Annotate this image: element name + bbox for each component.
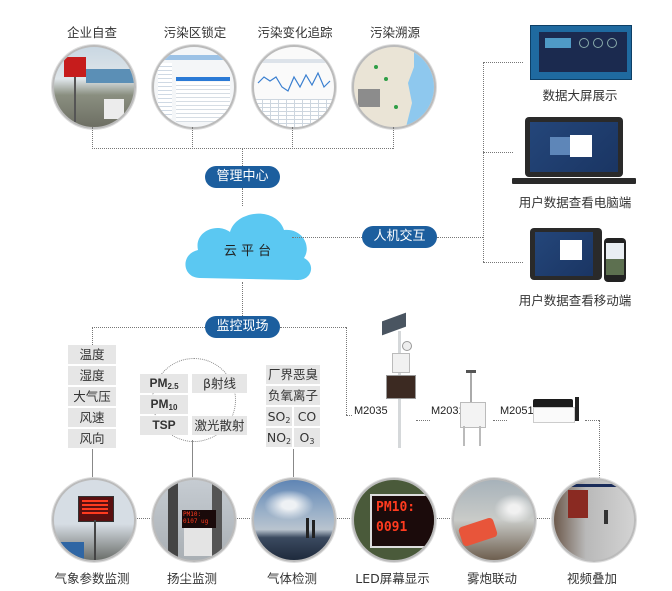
- dust-led-text: PM10: 0107 ug: [182, 510, 216, 528]
- param-tsp: TSP: [140, 416, 188, 435]
- laptop-icon: [525, 117, 623, 177]
- param-wind-direction: 风向: [68, 429, 116, 448]
- connector: [483, 62, 484, 262]
- param-no2: NO2: [266, 428, 292, 447]
- param-wind-speed: 风速: [68, 408, 116, 427]
- param-o3-main: O: [299, 430, 310, 445]
- line-chart-icon: [252, 45, 336, 129]
- connector: [92, 327, 93, 345]
- param-temperature: 温度: [68, 345, 116, 364]
- param-pressure: 大气压: [68, 387, 116, 406]
- param-o3: O3: [294, 428, 320, 447]
- led-display-photo: PM10: 0091: [352, 478, 436, 562]
- management-center-pill[interactable]: 管理中心: [205, 166, 280, 188]
- connector: [242, 148, 243, 166]
- weather-monitoring-photo: [52, 478, 136, 562]
- model-m2035: M2035: [354, 405, 388, 417]
- param-pm10-main: PM: [150, 397, 169, 411]
- led-display-text: PM10: 0091: [370, 494, 434, 548]
- human-machine-interaction-pill[interactable]: 人机交互: [362, 226, 437, 248]
- connector: [416, 420, 430, 421]
- label-dust-monitoring: 扬尘监测: [166, 571, 217, 586]
- map-icon: [352, 45, 436, 129]
- tablet-icon: [530, 228, 602, 280]
- monitoring-site-pill[interactable]: 监控现场: [205, 316, 280, 338]
- label-enterprise-self-check: 企业自查: [66, 25, 117, 40]
- connector: [483, 152, 513, 153]
- software-table-icon: [152, 45, 236, 129]
- connector: [493, 420, 507, 421]
- param-so2: SO2: [266, 407, 292, 426]
- connector: [599, 420, 600, 478]
- param-beta-ray: β射线: [192, 374, 247, 393]
- label-fog-cannon: 雾炮联动: [466, 571, 517, 586]
- param-odor: 厂界恶臭: [266, 365, 320, 384]
- param-no2-main: NO: [266, 430, 287, 445]
- connector: [242, 282, 243, 318]
- label-pollution-area-lock: 污染区锁定: [163, 25, 227, 40]
- label-video-overlay: 视频叠加: [566, 571, 617, 586]
- gateway-box-icon: [533, 397, 581, 423]
- solar-monitoring-pole-icon: [376, 312, 426, 448]
- connector: [437, 237, 483, 238]
- big-screen-label: 数据大屏展示: [542, 88, 618, 103]
- connector: [483, 62, 523, 63]
- model-m2051: M2051: [500, 405, 534, 417]
- trend-line-icon: [254, 59, 334, 127]
- big-screen-icon: [530, 25, 632, 80]
- phone-icon: [604, 238, 626, 282]
- cloud-icon: [185, 213, 312, 280]
- connector: [346, 415, 352, 416]
- label-weather-monitoring: 气象参数监测: [54, 571, 130, 586]
- param-pm10: PM10: [140, 395, 188, 414]
- param-pm10-sub: 10: [168, 403, 178, 412]
- laptop-base: [512, 178, 636, 184]
- cloud-platform-label: 云 平 台: [223, 244, 272, 259]
- video-overlay-photo: [552, 478, 636, 562]
- param-pm25-main: PM: [149, 376, 168, 390]
- param-no2-sub: 2: [286, 437, 292, 446]
- gas-detection-photo: [252, 478, 336, 562]
- connector: [92, 327, 205, 328]
- connector: [92, 449, 93, 479]
- label-pollution-tracking: 污染变化追踪: [257, 25, 333, 40]
- connector: [192, 440, 193, 478]
- air-sampler-icon: [454, 370, 488, 446]
- label-gas-detection: 气体检测: [266, 571, 317, 586]
- connector: [280, 327, 346, 328]
- fog-cannon-photo: [452, 478, 536, 562]
- label-led-display: LED屏幕显示: [355, 571, 430, 586]
- param-o3-sub: 3: [309, 437, 315, 446]
- param-so2-main: SO: [267, 409, 286, 424]
- pc-view-label: 用户数据查看电脑端: [518, 195, 632, 210]
- param-humidity: 湿度: [68, 366, 116, 385]
- connector: [585, 420, 599, 421]
- connector: [242, 188, 243, 206]
- param-co: CO: [294, 407, 320, 426]
- param-pm25-sub: 2.5: [167, 382, 179, 391]
- connector: [192, 127, 193, 149]
- site-photo-icon: [52, 45, 136, 129]
- connector: [92, 518, 592, 519]
- connector: [393, 127, 394, 149]
- label-pollution-source: 污染溯源: [369, 25, 420, 40]
- connector: [346, 327, 347, 415]
- mobile-view-label: 用户数据查看移动端: [518, 293, 632, 308]
- param-so2-sub: 2: [285, 416, 291, 425]
- connector: [293, 449, 294, 479]
- param-pm25: PM2.5: [140, 374, 188, 393]
- param-laser-scattering: 激光散射: [192, 416, 247, 435]
- param-negative-ion: 负氧离子: [266, 386, 320, 405]
- model-m2031: M2031: [431, 405, 465, 417]
- connector: [483, 262, 523, 263]
- connector: [292, 127, 293, 149]
- connector: [92, 127, 93, 149]
- dust-monitoring-photo: PM10: 0107 ug: [152, 478, 236, 562]
- connector: [292, 237, 362, 238]
